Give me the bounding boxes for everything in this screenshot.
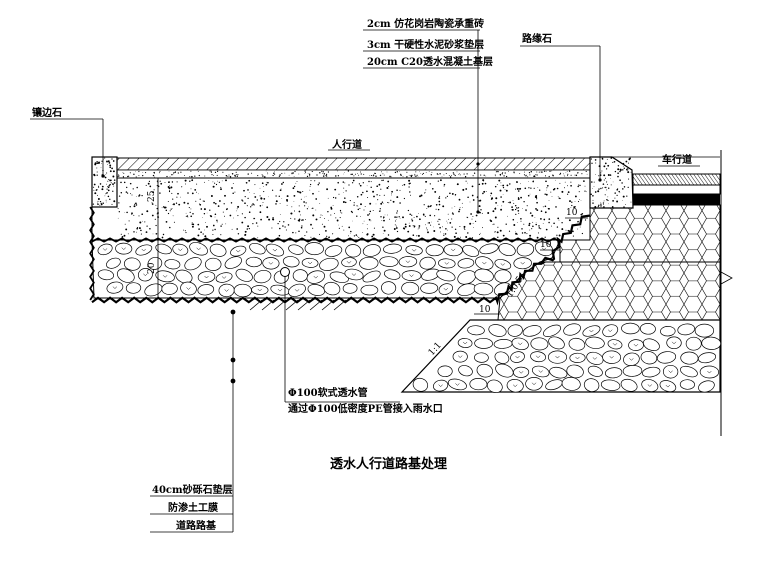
mortar-bedding-layer [116, 169, 591, 179]
base-layer-membrane: 防渗土工膜 [168, 501, 218, 514]
pipe-label: Φ100软式透水管 [288, 386, 368, 399]
base-layer-subgrade: 道路路基 [176, 519, 217, 532]
road-asphalt-layers [632, 173, 721, 205]
road-base-hexagon-layer [497, 204, 721, 321]
gravel-cushion-layer [91, 239, 561, 299]
dim-concrete: 25 [147, 190, 157, 202]
leader-dots [101, 162, 602, 384]
curb-stone-block [589, 156, 634, 209]
edge-stone-block [91, 156, 118, 208]
dim-step-1: 10 [566, 208, 578, 218]
layer-label-brick: 2cm 仿花岗岩陶瓷承重砖 [367, 17, 484, 30]
layer-label-concrete: 20cm C20透水混凝土基层 [367, 55, 493, 68]
permeable-concrete-layer [91, 177, 591, 241]
roadway-label: 车行道 [662, 153, 692, 166]
dim-step-2: 10 [540, 240, 552, 250]
dim-step-3: 10 [479, 305, 491, 315]
dim-gravel: 20 [147, 262, 157, 274]
sidewalk-label: 人行道 [332, 138, 362, 151]
road-rubble-fill [400, 319, 722, 393]
leader-lines [30, 29, 700, 533]
break-mark [720, 271, 733, 285]
drawing-title: 透水人行道路基处理 [330, 456, 447, 472]
pipe-note: 通过Φ100低密度PE管接入雨水口 [288, 402, 443, 415]
curb-stone-label: 路缘石 [522, 32, 552, 45]
ground-hatch [249, 299, 347, 311]
drain-pipe-symbol [280, 267, 290, 277]
layer-label-mortar: 3cm 干硬性水泥砂浆垫层 [367, 38, 484, 51]
paving-brick-layer [116, 157, 591, 171]
edge-stone-label: 镶边石 [32, 106, 62, 119]
base-layer-gravel: 40cm砂砾石垫层 [152, 483, 233, 496]
